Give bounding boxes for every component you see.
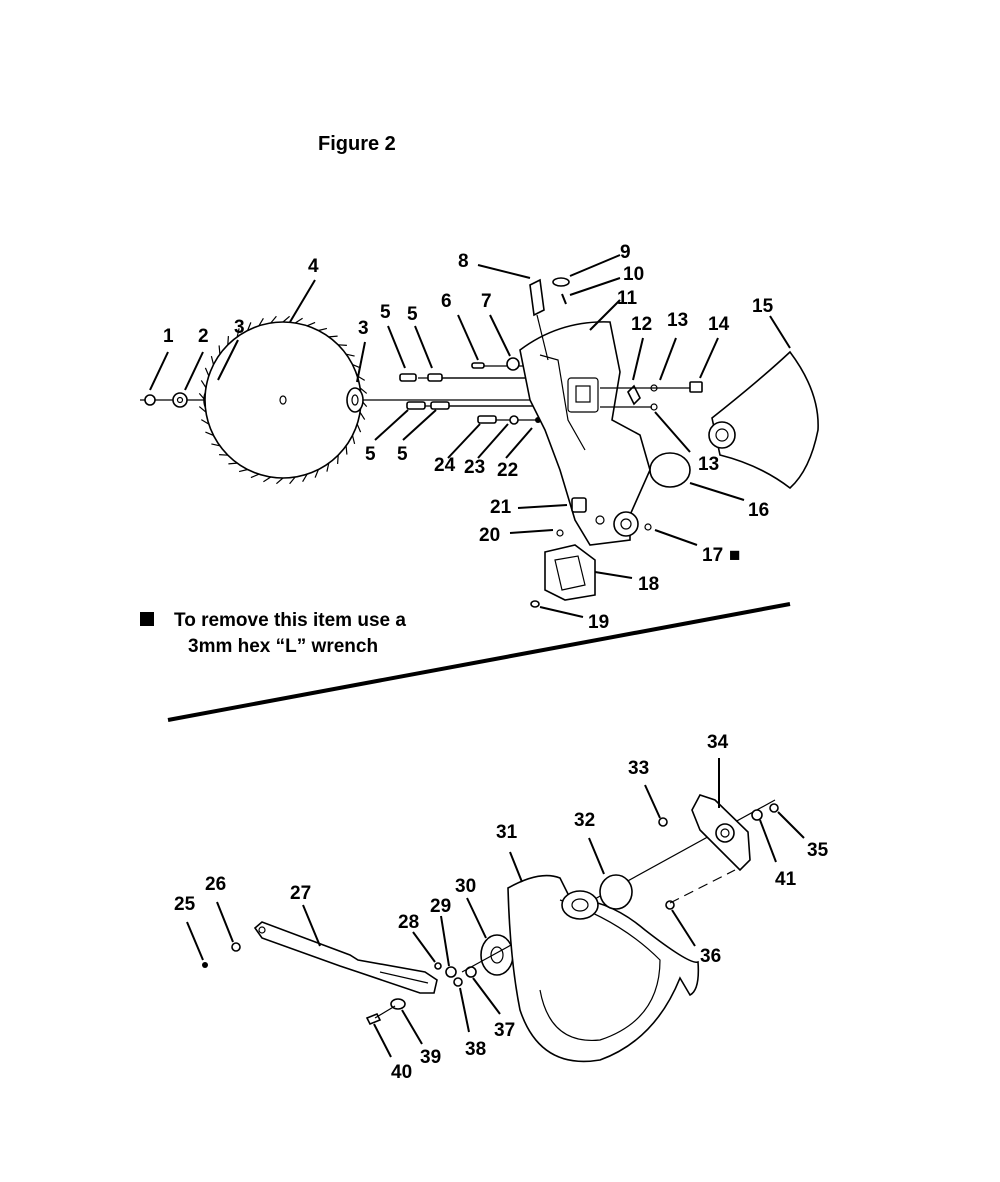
callout-label: 27 <box>290 883 311 904</box>
callout-label: 13 <box>667 310 688 331</box>
saw-blade <box>198 315 368 485</box>
callout-label: 4 <box>308 256 319 277</box>
callout-label: 39 <box>420 1047 441 1068</box>
callout-label: 19 <box>588 612 609 633</box>
callout-label: 3 <box>358 318 369 339</box>
figure-title: Figure 2 <box>318 133 396 155</box>
callout-label: 2 <box>198 326 209 347</box>
note-line-2: 3mm hex “L” wrench <box>188 636 379 657</box>
callout-label: 21 <box>490 497 512 518</box>
callout-label: 9 <box>620 242 631 263</box>
callout-label: 32 <box>574 810 595 831</box>
callout-label: 16 <box>748 500 769 521</box>
note-line-1: To remove this item use a <box>174 610 406 631</box>
hex-wrench-note: To remove this item use a 3mm hex “L” wr… <box>140 608 406 660</box>
part-1-nut <box>144 394 156 406</box>
callout-label: 37 <box>494 1020 515 1041</box>
callout-label: 34 <box>707 732 729 753</box>
callout-label: 3 <box>234 317 245 338</box>
callout-label: 36 <box>700 946 721 967</box>
callout-label: 23 <box>464 457 485 478</box>
callout-label: 13 <box>698 454 719 475</box>
callout-label: 10 <box>623 264 644 285</box>
callout-label: 20 <box>479 525 500 546</box>
callout-label: 15 <box>752 296 774 317</box>
callout-label: 22 <box>497 460 518 481</box>
callout-label: 5 <box>397 444 408 465</box>
callout-label: 29 <box>430 896 451 917</box>
callout-label: 35 <box>807 840 829 861</box>
black-square-icon <box>140 612 154 626</box>
callout-label: 14 <box>708 314 730 335</box>
callout-label: 5 <box>407 304 418 325</box>
callout-label: 25 <box>174 894 196 915</box>
callout-label: 28 <box>398 912 419 933</box>
callout-label: 17 <box>702 545 723 566</box>
arm-housing <box>519 321 651 546</box>
callout-label: 7 <box>481 291 492 312</box>
callout-label: 12 <box>631 314 652 335</box>
callout-label: 38 <box>465 1039 486 1060</box>
dust-chute <box>711 350 819 490</box>
black-square-icon: ■ <box>729 545 740 566</box>
callout-label: 1 <box>163 326 174 347</box>
callout-label: 26 <box>205 874 226 895</box>
callout-label: 5 <box>380 302 391 323</box>
section-divider <box>167 602 791 722</box>
callout-label: 30 <box>455 876 476 897</box>
callout-label: 40 <box>391 1062 412 1083</box>
callout-label: 6 <box>441 291 452 312</box>
callout-label: 18 <box>638 574 659 595</box>
callout-label: 8 <box>458 251 469 272</box>
callout-label: 41 <box>775 869 797 890</box>
callout-label: 31 <box>496 822 518 843</box>
callout-label: 33 <box>628 758 649 779</box>
callout-label: 24 <box>434 455 456 476</box>
callout-label: 5 <box>365 444 376 465</box>
callout-label: 11 <box>617 288 638 309</box>
blade-teeth <box>198 315 368 485</box>
